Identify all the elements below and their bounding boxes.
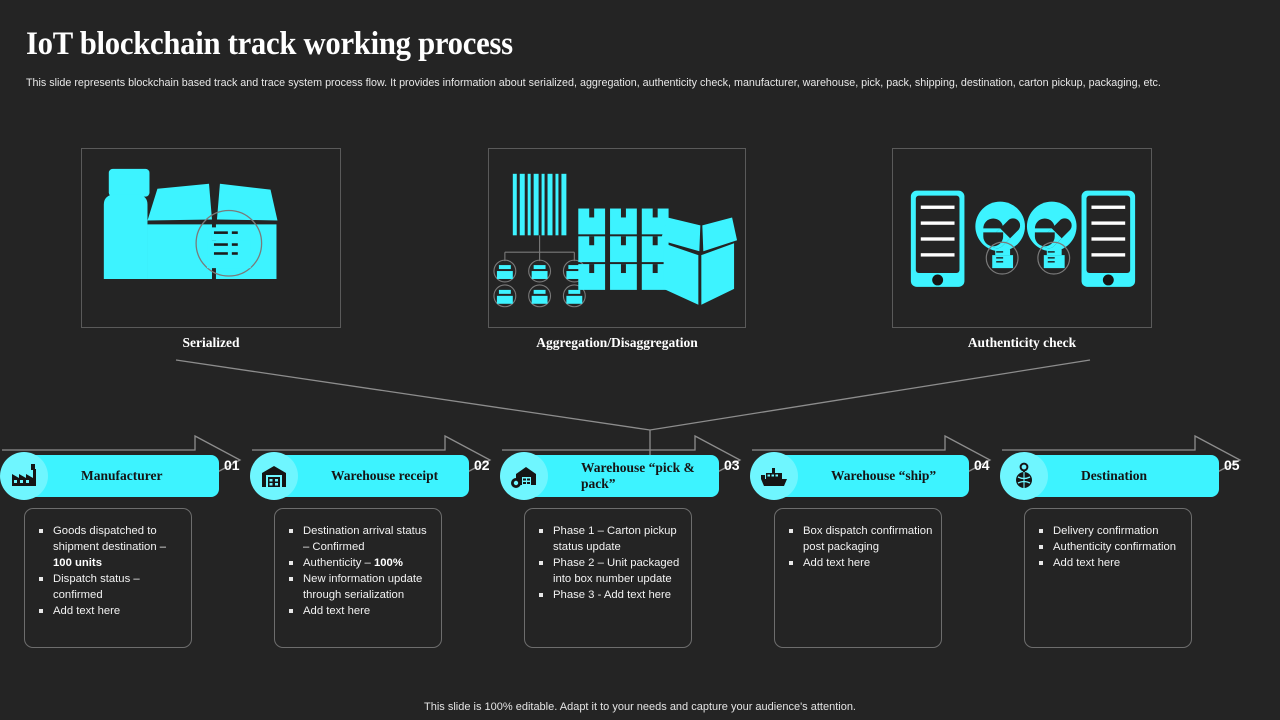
connector-lines: [175, 359, 1091, 458]
bottle-icon: [103, 168, 150, 279]
bullet-item: Delivery confirmation: [1035, 523, 1183, 539]
page-subtitle: This slide represents blockchain based t…: [26, 77, 1161, 89]
step-bullets: Goods dispatched to shipment destination…: [35, 523, 183, 619]
panel-authenticity-check: Authenticity check: [892, 148, 1152, 351]
process-step-3[interactable]: 03 Warehouse “pick & pack” Phase 1 – Car…: [500, 430, 750, 660]
panel-caption: Authenticity check: [967, 335, 1077, 350]
step-label: Manufacturer: [81, 468, 163, 483]
step-number: 02: [474, 457, 490, 473]
panel-frame: [892, 148, 1152, 328]
authenticity-illustration: [910, 190, 1136, 287]
step-label: Warehouse “pick & pack”: [581, 460, 695, 491]
step-bullets: Box dispatch confirmation post packaging…: [785, 523, 933, 571]
step-number: 05: [1224, 457, 1240, 473]
bullet-item: Add text here: [285, 603, 433, 619]
panel-caption: Aggregation/Disaggregation: [536, 335, 698, 350]
bullet-item: Phase 2 – Unit packaged into box number …: [535, 555, 683, 587]
capsule-pill-icon: [975, 201, 1025, 252]
smartphone-icon: [910, 190, 965, 287]
page-title: IoT blockchain track working process: [26, 26, 513, 62]
step-pill[interactable]: Warehouse “pick & pack”: [500, 452, 719, 500]
factory-icon: [0, 452, 48, 500]
panel-frame: [488, 148, 746, 328]
bullet-item: Goods dispatched to shipment destination…: [35, 523, 183, 571]
step-label: Warehouse receipt: [331, 468, 439, 483]
panel-frame: [81, 148, 341, 328]
warehouse-icon: [250, 452, 298, 500]
bullet-item: New information update through serializa…: [285, 571, 433, 603]
panel-caption: Serialized: [182, 335, 240, 350]
step-label: Destination: [1081, 468, 1148, 483]
process-step-2[interactable]: 02 Warehouse receipt Destination arrival…: [250, 430, 500, 660]
bullet-item: Phase 1 – Carton pickup status update: [535, 523, 683, 555]
step-label: Warehouse “ship”: [831, 468, 937, 483]
process-step-4[interactable]: 04 Warehouse “ship” Box dispatch confirm…: [750, 430, 1000, 660]
footer-note: This slide is 100% editable. Adapt it to…: [424, 701, 856, 713]
aggregation-illustration: [493, 173, 738, 308]
bullet-item: Add text here: [1035, 555, 1183, 571]
bullet-item: Authenticity confirmation: [1035, 539, 1183, 555]
bullet-item: Phase 3 - Add text here: [535, 587, 683, 603]
smartphone-icon: [1081, 190, 1136, 287]
bullet-item: Destination arrival status – Confirmed: [285, 523, 433, 555]
illustration-panels: Serialized: [0, 148, 1280, 353]
step-body: Box dispatch confirmation post packaging…: [774, 508, 942, 648]
label-document-icon: [1037, 241, 1071, 275]
capsule-pill-icon: [1026, 201, 1077, 252]
barcode-icon: [512, 173, 567, 236]
step-pill[interactable]: Manufacturer: [0, 452, 219, 500]
bullet-item: Dispatch status – confirmed: [35, 571, 183, 603]
bullet-item: Box dispatch confirmation post packaging: [785, 523, 933, 555]
bullet-item: Add text here: [35, 603, 183, 619]
process-steps: 01 Manufacturer Goods dispatched to ship…: [0, 430, 1280, 660]
bullet-item: Add text here: [785, 555, 933, 571]
carton-grid-icon: [578, 208, 669, 290]
cargo-ship-icon: [750, 452, 798, 500]
panel-aggregation: Aggregation/Disaggregation: [488, 148, 746, 351]
step-body: Goods dispatched to shipment destination…: [24, 508, 192, 648]
label-document-icon: [195, 209, 263, 277]
step-number: 01: [224, 457, 240, 473]
step-number: 03: [724, 457, 740, 473]
warehouse-pick-pack-icon: [500, 452, 548, 500]
open-box-icon: [660, 217, 738, 305]
step-pill[interactable]: Warehouse receipt: [250, 452, 469, 500]
step-pill[interactable]: Warehouse “ship”: [750, 452, 969, 500]
step-number: 04: [974, 457, 990, 473]
bullet-item: Authenticity – 100%: [285, 555, 433, 571]
panel-serialized: Serialized: [81, 148, 341, 351]
step-pill[interactable]: Destination: [1000, 452, 1219, 500]
process-step-1[interactable]: 01 Manufacturer Goods dispatched to ship…: [0, 430, 250, 660]
serialized-illustration: [103, 168, 278, 279]
label-document-icon: [985, 241, 1019, 275]
location-pin-icon: [1000, 452, 1048, 500]
